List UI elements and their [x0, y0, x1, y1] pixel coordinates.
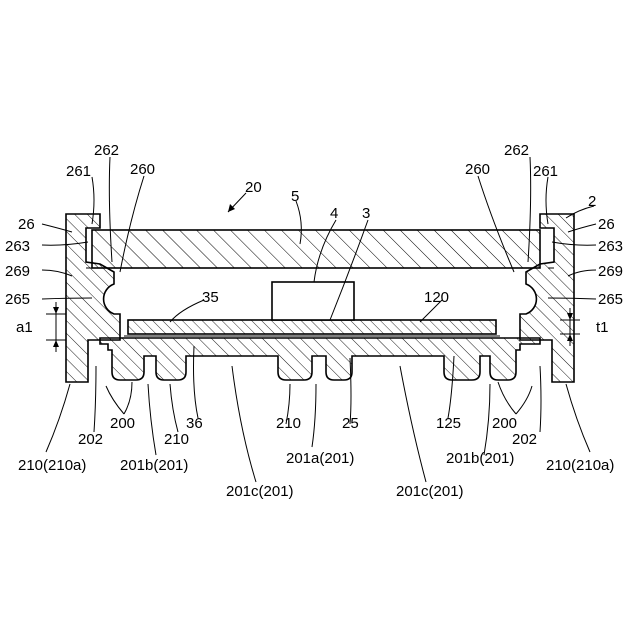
label-25: 25 [342, 415, 359, 432]
label-125: 125 [436, 415, 461, 432]
label-201c-right: 201c(201) [396, 483, 464, 500]
label-261-left: 261 [66, 163, 91, 180]
label-20: 20 [245, 179, 262, 196]
circuit-board [128, 320, 496, 334]
label-5: 5 [291, 188, 299, 205]
label-201a: 201a(201) [286, 450, 354, 467]
label-262-left: 262 [94, 142, 119, 159]
label-263-right: 263 [598, 238, 623, 255]
label-200-right: 200 [492, 415, 517, 432]
label-201c-left: 201c(201) [226, 483, 294, 500]
label-26-left: 26 [18, 216, 35, 233]
heat-sink-body [100, 338, 540, 380]
label-202-right: 202 [512, 431, 537, 448]
component-block [272, 282, 354, 320]
label-265-left: 265 [5, 291, 30, 308]
label-210-center: 210 [276, 415, 301, 432]
label-t1: t1 [596, 319, 609, 336]
cover-panel [92, 230, 540, 268]
label-202-left: 202 [78, 431, 103, 448]
label-269-right: 269 [598, 263, 623, 280]
label-36: 36 [186, 415, 203, 432]
label-210-bottom-left: 210 [164, 431, 189, 448]
label-35: 35 [202, 289, 219, 306]
label-2: 2 [588, 193, 596, 210]
label-260-right: 260 [465, 161, 490, 178]
a1-dimension [46, 302, 66, 352]
label-260-left: 260 [130, 161, 155, 178]
label-262-right: 262 [504, 142, 529, 159]
label-200-left: 200 [110, 415, 135, 432]
label-120: 120 [424, 289, 449, 306]
label-261-right: 261 [533, 163, 558, 180]
label-201b-right: 201b(201) [446, 450, 514, 467]
label-265-right: 265 [598, 291, 623, 308]
label-201b-left: 201b(201) [120, 457, 188, 474]
label-26-right: 26 [598, 216, 615, 233]
label-269-left: 269 [5, 263, 30, 280]
label-210a-right: 210(210a) [546, 457, 614, 474]
label-a1: a1 [16, 319, 33, 336]
label-3: 3 [362, 205, 370, 222]
label-263-left: 263 [5, 238, 30, 255]
label-210a-left: 210(210a) [18, 457, 86, 474]
label-4: 4 [330, 205, 338, 222]
